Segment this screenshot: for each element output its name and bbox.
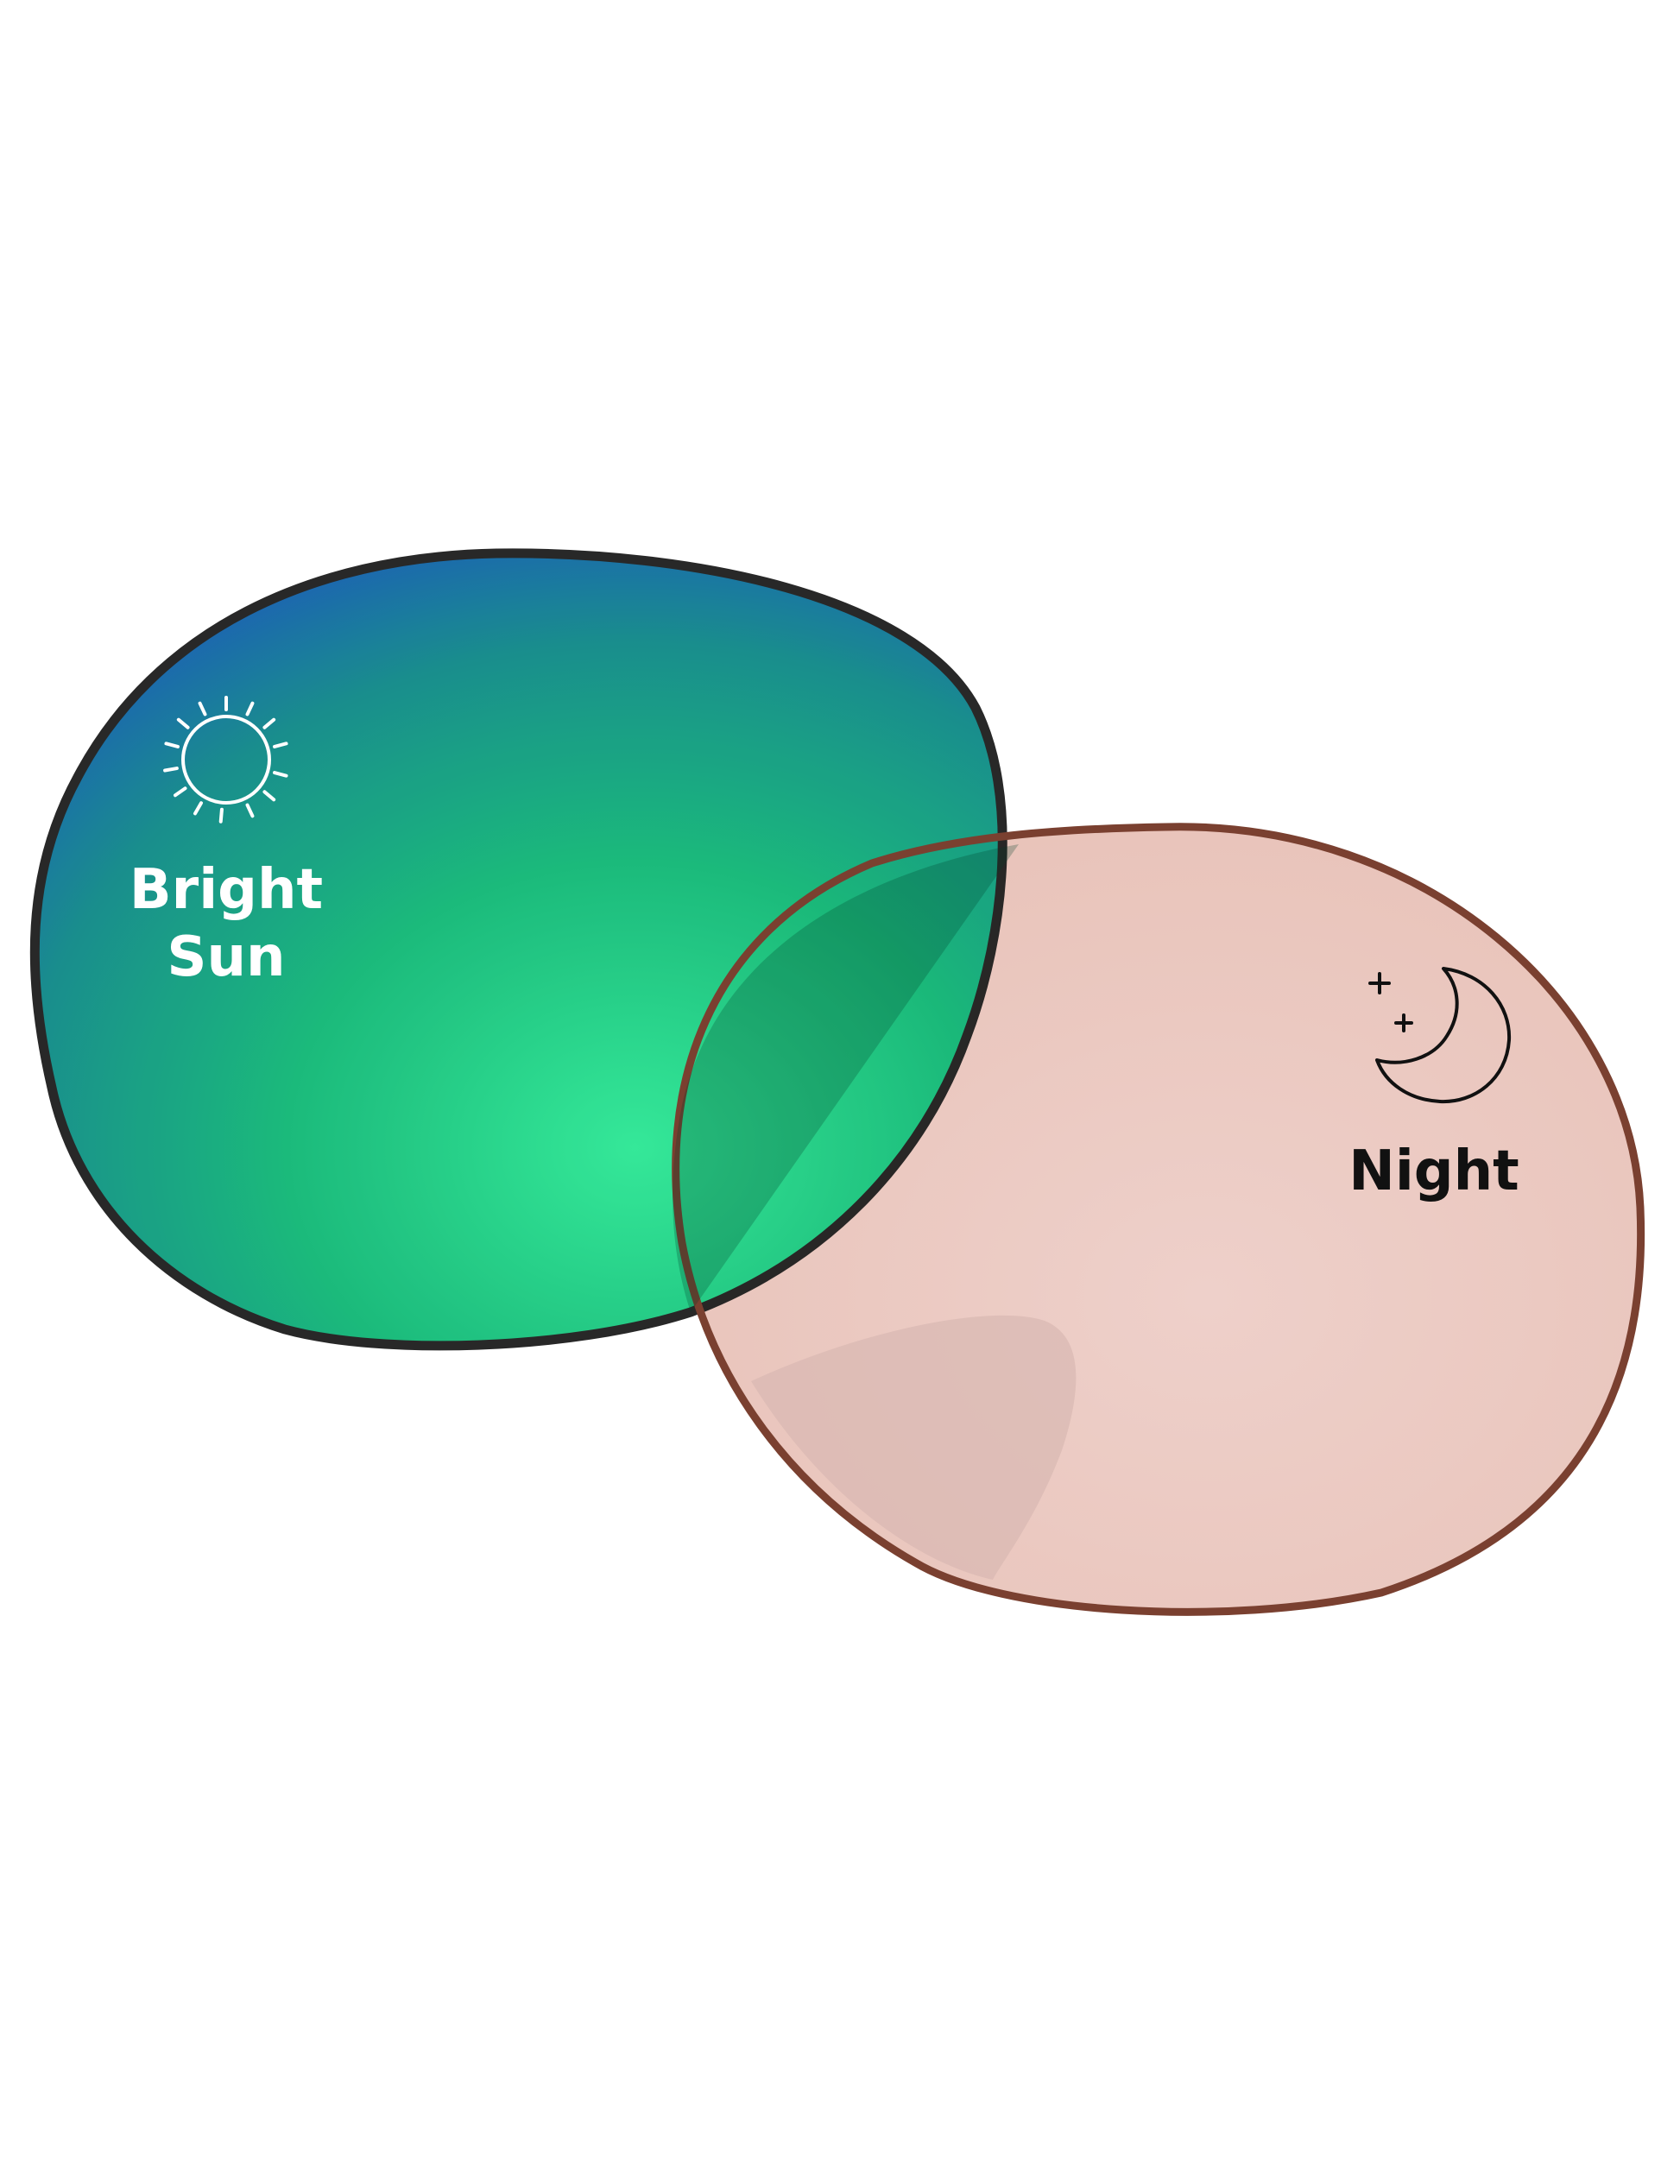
night-label: Night: [1348, 1139, 1519, 1203]
lens-reflection: [751, 1315, 1077, 1580]
bright-sun-label-line2: Sun: [167, 925, 285, 989]
lens-overlap-shade: [673, 844, 1019, 1312]
sun-icon: [163, 696, 288, 824]
moon-stars-icon: [1368, 967, 1512, 1104]
night-lens-rim: [672, 823, 1645, 1616]
bright-sun-lens-body: [29, 548, 1007, 1351]
bright-sun-label-line1: Bright: [129, 858, 323, 922]
bright-sun-lens: [29, 548, 1007, 1351]
